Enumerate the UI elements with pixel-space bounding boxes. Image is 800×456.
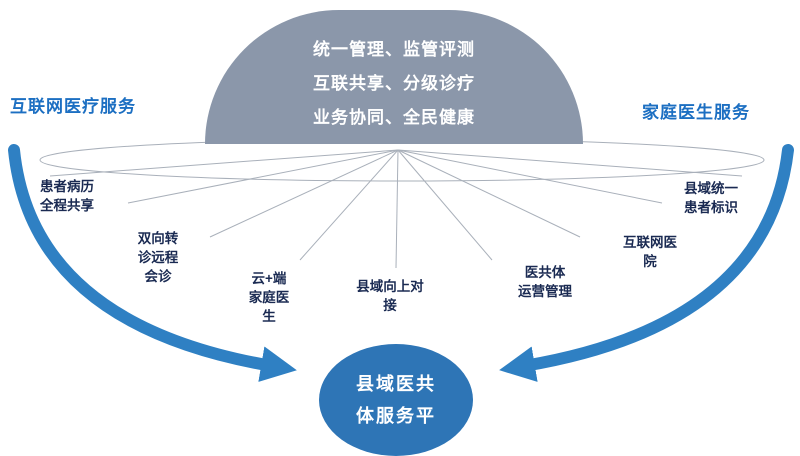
heading-internet-medical-service: 互联网医疗服务 bbox=[10, 97, 136, 116]
node-cloud-family-doctor: 云+端 家庭医 生 bbox=[248, 271, 290, 324]
left-swoosh-arrow bbox=[8, 144, 297, 382]
right-swoosh-arrow bbox=[499, 144, 794, 382]
dome-line-1: 统一管理、监管评测 bbox=[313, 40, 475, 59]
node-consortium-operation: 医共体 运营管理 bbox=[518, 265, 572, 299]
heading-family-doctor-service: 家庭医生服务 bbox=[642, 103, 750, 122]
center-platform-line-1: 县域医共 bbox=[356, 374, 436, 394]
node-internet-hospital: 互联网医 院 bbox=[623, 235, 677, 269]
node-county-upward-connect: 县域向上对 接 bbox=[356, 279, 424, 313]
node-county-patient-id: 县域统一 患者标识 bbox=[684, 181, 738, 215]
center-platform-line-2: 体服务平 bbox=[356, 406, 436, 426]
node-patient-record-sharing: 患者病历 全程共享 bbox=[40, 179, 94, 213]
dome-line-3: 业务协同、全民健康 bbox=[313, 108, 475, 127]
dome-line-2: 互联共享、分级诊疗 bbox=[313, 74, 475, 93]
node-two-way-referral: 双向转 诊远程 会诊 bbox=[137, 231, 179, 284]
center-platform-circle: 县域医共 体服务平 bbox=[319, 344, 473, 456]
dome-banner: 统一管理、监管评测 互联共享、分级诊疗 业务协同、全民健康 bbox=[205, 10, 583, 144]
